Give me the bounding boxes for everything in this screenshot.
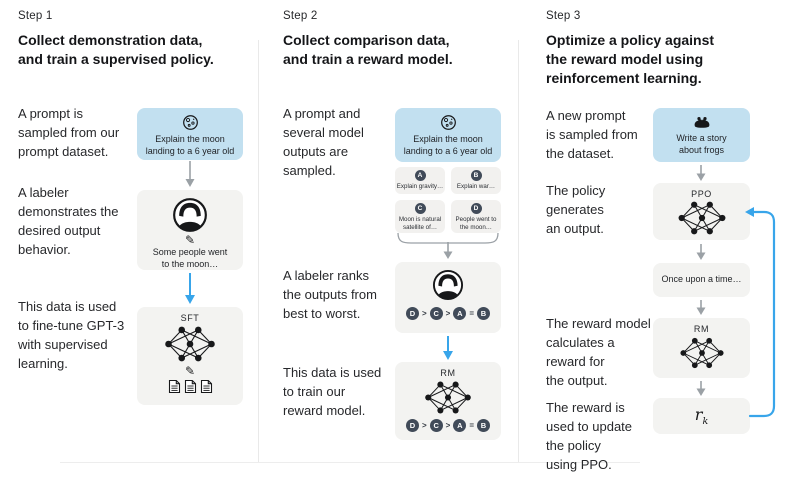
- ranking-row: D > C > A = B: [405, 419, 490, 432]
- reward-value: rk: [694, 404, 709, 428]
- policy-output-card: Once upon a time…: [653, 263, 750, 297]
- output-letter-badge: D: [470, 203, 482, 214]
- pencil-icon: ✎: [184, 364, 196, 378]
- reward-value-card: rk: [653, 398, 750, 434]
- rm-label: RM: [440, 368, 456, 378]
- ppo-label: PPO: [691, 189, 712, 199]
- caption-reward-updates: The reward is used to update the policy …: [546, 400, 633, 472]
- rank-badge: D: [405, 307, 419, 320]
- caption-prompt-sampled: A prompt is sampled from our prompt data…: [18, 106, 120, 159]
- step-heading: Collect demonstration data, and train a …: [18, 32, 214, 67]
- reward-model-card: RM: [653, 318, 750, 378]
- output-caption: Explain war…: [456, 183, 496, 190]
- policy-output-text: Once upon a time…: [661, 274, 742, 285]
- rank-separator: >: [421, 421, 427, 430]
- caption-policy-generates: The policy generates an output.: [546, 183, 606, 236]
- output-caption: Moon is natural satellite of…: [398, 216, 442, 231]
- output-card-a: A Explain gravity…: [395, 167, 445, 194]
- arrow-down-icon: [695, 300, 707, 321]
- prompt-card: Explain the moon landing to a 6 year old: [137, 108, 243, 160]
- model-outputs-grid: A Explain gravity… B Explain war… C Moon…: [395, 167, 501, 233]
- step-heading: Collect comparison data, and train a rew…: [283, 32, 453, 67]
- blue-arrow-down-icon: [184, 273, 196, 310]
- sft-model-card: SFT ✎: [137, 307, 243, 405]
- arrow-down-icon: [695, 244, 707, 266]
- caption-new-prompt: A new prompt is sampled from the dataset…: [546, 108, 638, 161]
- output-card-b: B Explain war…: [451, 167, 501, 194]
- arrow-down-icon: [695, 381, 707, 402]
- output-letter-badge: A: [414, 170, 426, 181]
- moon-icon: [182, 115, 198, 130]
- output-letter-badge: B: [470, 170, 482, 181]
- output-letter-badge: C: [414, 203, 426, 214]
- rank-separator: >: [421, 309, 427, 318]
- pencil-icon: ✎: [184, 233, 196, 247]
- output-caption: Explain gravity…: [396, 183, 444, 190]
- arrow-down-icon: [184, 161, 196, 193]
- output-caption: People went to the moon…: [455, 216, 497, 231]
- prompt-text: Write a story about frogs: [676, 133, 727, 155]
- caption-labeler-ranks: A labeler ranks the outputs from best to…: [283, 268, 377, 321]
- prompt-text: Explain the moon landing to a 6 year old: [145, 134, 235, 156]
- caption-train-reward-model: This data is used to train our reward mo…: [283, 365, 382, 418]
- step-label: Step 3: [546, 10, 581, 22]
- bottom-rule: [60, 462, 640, 463]
- rank-badge: A: [453, 307, 467, 320]
- reward-model-card: RM D > C > A: [395, 362, 501, 440]
- arrow-down-icon: [695, 165, 707, 187]
- rank-badge: B: [477, 307, 490, 320]
- column-divider: [258, 40, 259, 462]
- rm-label: RM: [693, 324, 710, 334]
- column-divider: [518, 40, 519, 462]
- labeler-avatar-icon: [173, 198, 207, 232]
- frog-icon: [694, 117, 709, 128]
- step-label: Step 2: [283, 10, 318, 22]
- labeler-avatar-icon: [432, 269, 464, 301]
- ppo-policy-card: PPO: [653, 183, 750, 240]
- neural-net-icon: [678, 201, 725, 235]
- caption-finetune-gpt3: This data is used to fine-tune GPT-3 wit…: [18, 299, 125, 371]
- feedback-loop-arrow-icon: [744, 202, 784, 431]
- labeler-card: ✎ Some people went to the moon…: [137, 190, 243, 270]
- moon-icon: [440, 115, 456, 130]
- caption-labeler-demonstrates: A labeler demonstrates the desired outpu…: [18, 185, 119, 257]
- arrow-down-icon: [442, 242, 454, 265]
- rank-separator: >: [445, 421, 451, 430]
- documents-icon: [168, 379, 213, 394]
- step-heading: Optimize a policy against the reward mod…: [546, 32, 715, 86]
- rank-separator: =: [469, 309, 474, 318]
- labeler-output-text: Some people went to the moon…: [152, 247, 228, 269]
- prompt-card: Write a story about frogs: [653, 108, 750, 162]
- prompt-card: Explain the moon landing to a 6 year old: [395, 108, 501, 162]
- blue-arrow-down-icon: [442, 336, 454, 366]
- ranking-row: D > C > A = B: [405, 307, 490, 320]
- output-card-d: D People went to the moon…: [451, 200, 501, 233]
- rank-badge: B: [477, 419, 490, 432]
- labeler-ranking-card: D > C > A = B: [395, 262, 501, 333]
- rank-badge: C: [429, 307, 443, 320]
- neural-net-icon: [425, 381, 471, 414]
- neural-net-icon: [679, 337, 724, 369]
- step-label: Step 1: [18, 10, 53, 22]
- rank-badge: A: [453, 419, 467, 432]
- rank-badge: D: [405, 419, 419, 432]
- neural-net-icon: [165, 326, 215, 362]
- rank-separator: =: [469, 421, 474, 430]
- rank-badge: C: [429, 419, 443, 432]
- caption-rm-calculates: The reward model calculates a reward for…: [546, 316, 651, 388]
- caption-outputs-sampled: A prompt and several model outputs are s…: [283, 106, 364, 178]
- sft-label: SFT: [180, 313, 200, 323]
- prompt-text: Explain the moon landing to a 6 year old: [403, 134, 493, 156]
- output-card-c: C Moon is natural satellite of…: [395, 200, 445, 233]
- rank-separator: >: [445, 309, 451, 318]
